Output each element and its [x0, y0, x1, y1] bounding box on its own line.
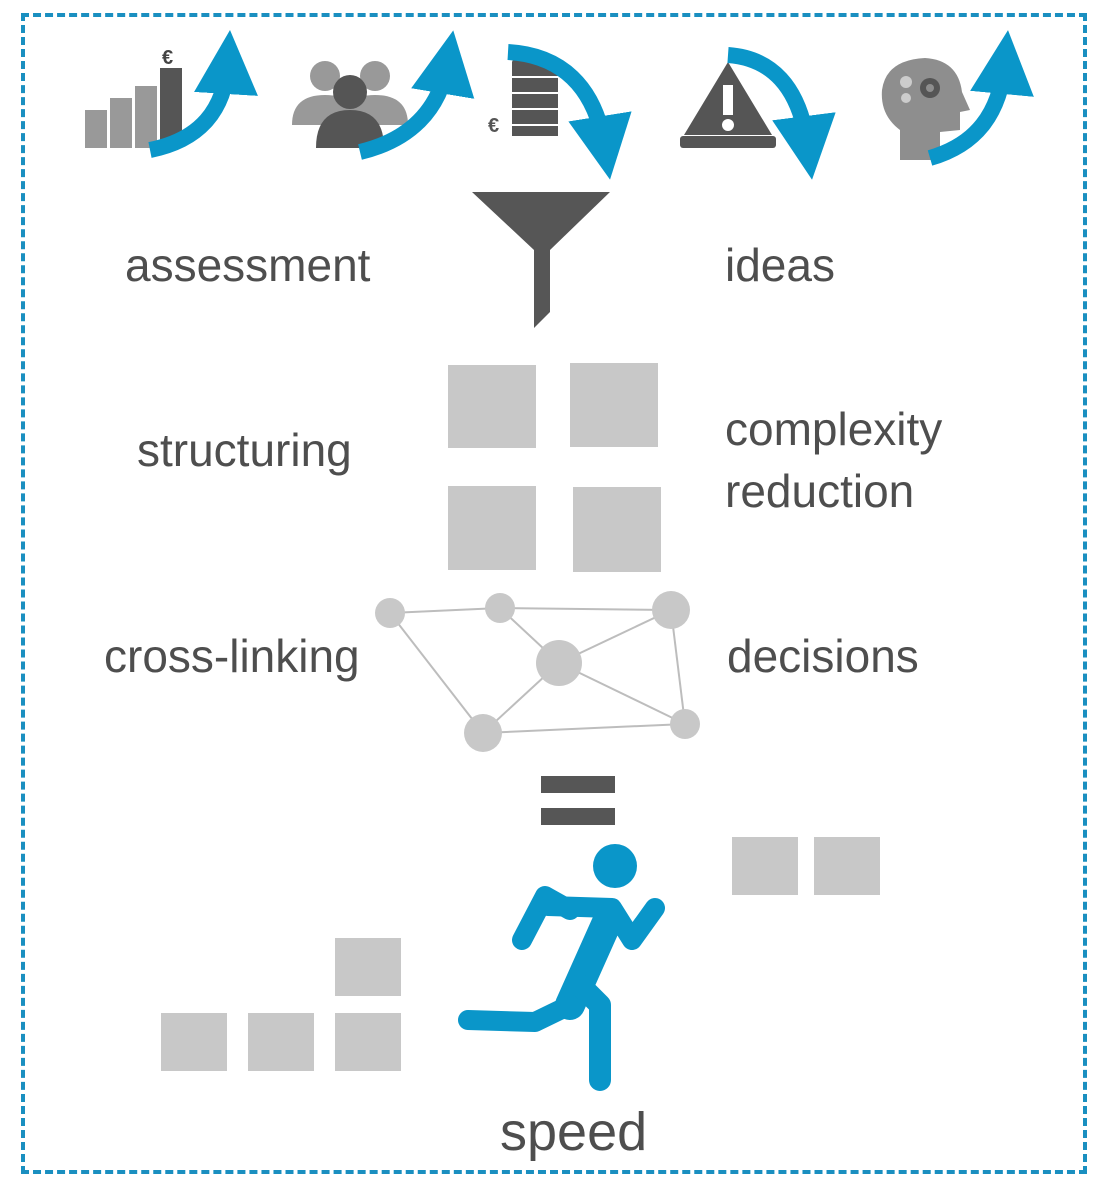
- network-graph: [375, 591, 700, 752]
- structuring-label: structuring: [137, 424, 352, 476]
- network-node: [375, 598, 405, 628]
- structuring-squares: [448, 363, 661, 572]
- block-squares: [161, 837, 880, 1071]
- network-node: [670, 709, 700, 739]
- equals-sign: [541, 776, 615, 825]
- network-node: [652, 591, 690, 629]
- know-how-growth-icon: [881, 30, 1034, 166]
- running-person-icon: [458, 844, 665, 1091]
- speed-label: speed: [500, 1102, 648, 1162]
- cross-linking-label: cross-linking: [104, 630, 360, 682]
- network-node: [536, 640, 582, 686]
- euro-symbol-icon: €: [162, 47, 173, 69]
- network-node: [464, 714, 502, 752]
- euro-symbol-icon: €: [488, 115, 499, 137]
- decisions-label: decisions: [727, 630, 919, 682]
- funnel-icon: [472, 192, 610, 328]
- revenue-growth-icon: €: [85, 30, 258, 158]
- assessment-label: assessment: [125, 239, 371, 291]
- dashed-border-frame: [21, 13, 1087, 1174]
- network-node: [485, 593, 515, 623]
- team-growth-icon: [292, 30, 475, 160]
- complexity-reduction-label-line1: complexity: [725, 403, 943, 455]
- risk-reduction-icon: [680, 47, 836, 180]
- ideas-label: ideas: [725, 239, 835, 291]
- complexity-reduction-label-line2: reduction: [725, 465, 915, 517]
- cost-reduction-icon: €: [488, 44, 632, 180]
